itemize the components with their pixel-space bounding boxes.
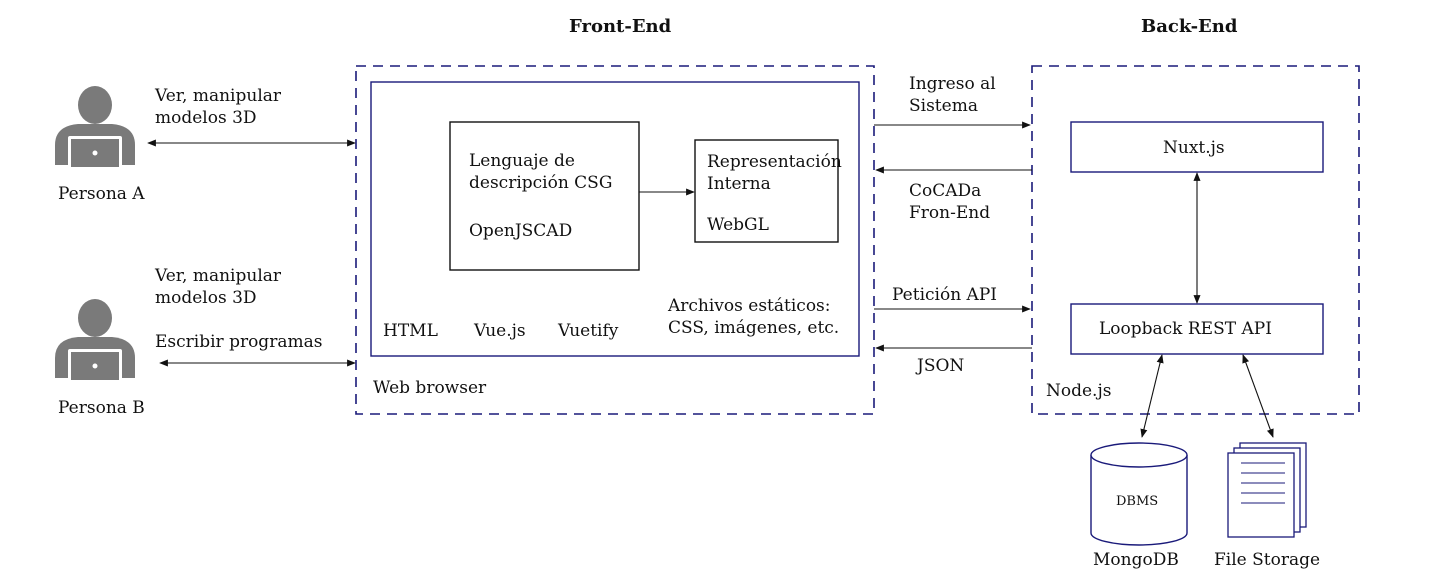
ingreso-label: Ingreso al Sistema bbox=[909, 74, 996, 116]
backend-container bbox=[1031, 65, 1360, 415]
webgl-label: WebGL bbox=[707, 215, 769, 235]
persona-b-icon bbox=[55, 299, 135, 383]
representation-label: Representación Interna bbox=[707, 152, 842, 194]
dbms-label: DBMS bbox=[1116, 494, 1159, 509]
persona-b-action: Ver, manipular modelos 3D bbox=[155, 266, 282, 308]
cocada-label: CoCADa Fron-End bbox=[909, 181, 991, 223]
openjscad-label: OpenJSCAD bbox=[469, 221, 573, 241]
file-storage-icon bbox=[1227, 442, 1307, 538]
loopback-label: Loopback REST API bbox=[1099, 319, 1272, 339]
static-files-label: Archivos estáticos: CSS, imágenes, etc. bbox=[668, 296, 840, 338]
persona-a-icon bbox=[55, 86, 135, 170]
database-icon bbox=[1090, 442, 1188, 546]
json-label: JSON bbox=[917, 356, 965, 376]
mongodb-label: MongoDB bbox=[1093, 550, 1179, 570]
csg-language-label: Lenguaje de descripción CSG bbox=[469, 151, 613, 193]
tech-html: HTML bbox=[383, 321, 438, 341]
representation-box bbox=[694, 139, 839, 243]
nuxt-label: Nuxt.js bbox=[1163, 138, 1225, 158]
loopback-box bbox=[1070, 303, 1324, 355]
persona-a-name: Persona A bbox=[58, 184, 145, 204]
web-browser-label: Web browser bbox=[373, 378, 487, 398]
persona-b-name: Persona B bbox=[58, 398, 145, 418]
persona-b-action2: Escribir programas bbox=[155, 332, 323, 352]
backend-heading: Back-End bbox=[1141, 16, 1238, 37]
frontend-heading: Front-End bbox=[569, 16, 672, 37]
frontend-container bbox=[355, 65, 875, 415]
nuxt-box bbox=[1070, 121, 1324, 173]
loopback-db-arrow bbox=[1140, 354, 1164, 438]
browser-inner-box bbox=[370, 81, 860, 357]
tech-vue: Vue.js bbox=[474, 321, 526, 341]
nodejs-label: Node.js bbox=[1046, 381, 1112, 401]
peticion-label: Petición API bbox=[892, 285, 997, 305]
loopback-files-arrow bbox=[1242, 354, 1274, 438]
file-storage-label: File Storage bbox=[1214, 550, 1321, 570]
tech-vuetify: Vuetify bbox=[558, 321, 619, 341]
csg-box bbox=[449, 121, 640, 271]
persona-a-action: Ver, manipular modelos 3D bbox=[155, 86, 282, 128]
